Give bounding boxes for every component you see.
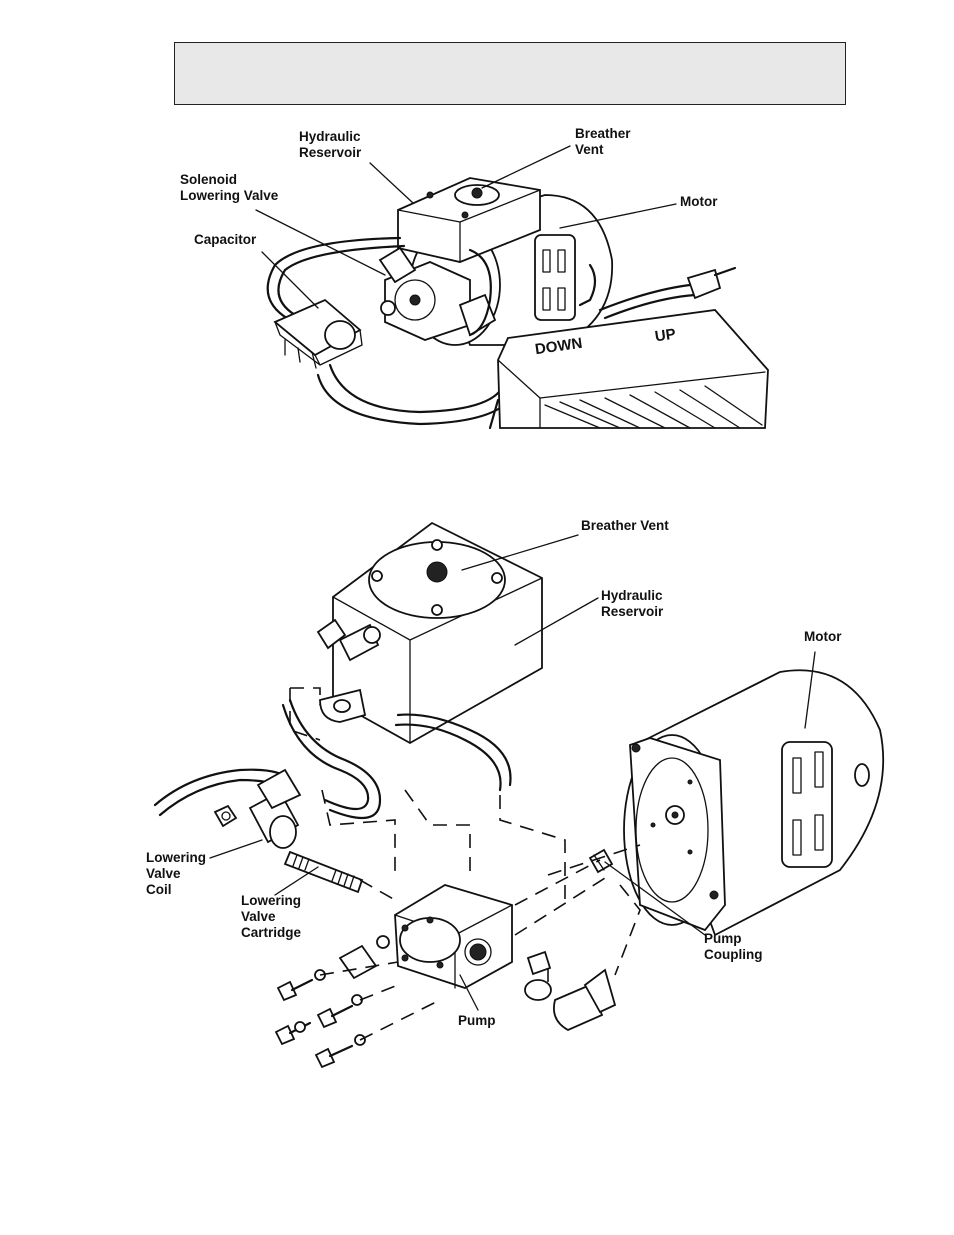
header-box (174, 42, 846, 105)
fig1-capacitor (273, 298, 363, 369)
fig2-lowering-valve-cartridge (283, 850, 364, 894)
fig1-leader-lines (255, 145, 677, 309)
fig2-leader-lines (209, 534, 816, 1011)
fig2-lowering-valve-coil (213, 768, 302, 849)
label-motor-1: Motor (680, 194, 718, 209)
label-hydraulic-reservoir-1: Hydraulic Reservoir (299, 129, 362, 160)
fig1-pump (378, 246, 497, 341)
label-breather-vent-1: Breather Vent (575, 126, 631, 157)
label-pump-coupling: Pump Coupling (704, 931, 763, 962)
label-pump: Pump (458, 1013, 496, 1028)
label-motor-2: Motor (804, 629, 842, 644)
fig1-reservoir (397, 177, 541, 263)
fig2-pump (338, 884, 617, 1032)
label-hydraulic-reservoir-2: Hydraulic Reservoir (601, 588, 664, 619)
label-lowering-valve-cartridge: Lowering Valve Cartridge (241, 893, 302, 940)
pendant-up-label: UP (653, 325, 677, 346)
label-breather-vent-2: Breather Vent (581, 518, 669, 533)
fig2-motor (623, 669, 885, 937)
fig2-hoses (153, 698, 512, 820)
fig2-pump-coupling (588, 848, 614, 874)
label-lowering-valve-coil: Lowering Valve Coil (146, 850, 206, 897)
label-capacitor: Capacitor (194, 232, 257, 247)
label-solenoid-lowering-valve: Solenoid Lowering Valve (180, 172, 279, 203)
fig1-pendant (488, 309, 769, 430)
fig2-dashed-assembly-lines (289, 687, 641, 1041)
fig2-reservoir (316, 521, 543, 745)
fig2-bolts (274, 969, 366, 1069)
